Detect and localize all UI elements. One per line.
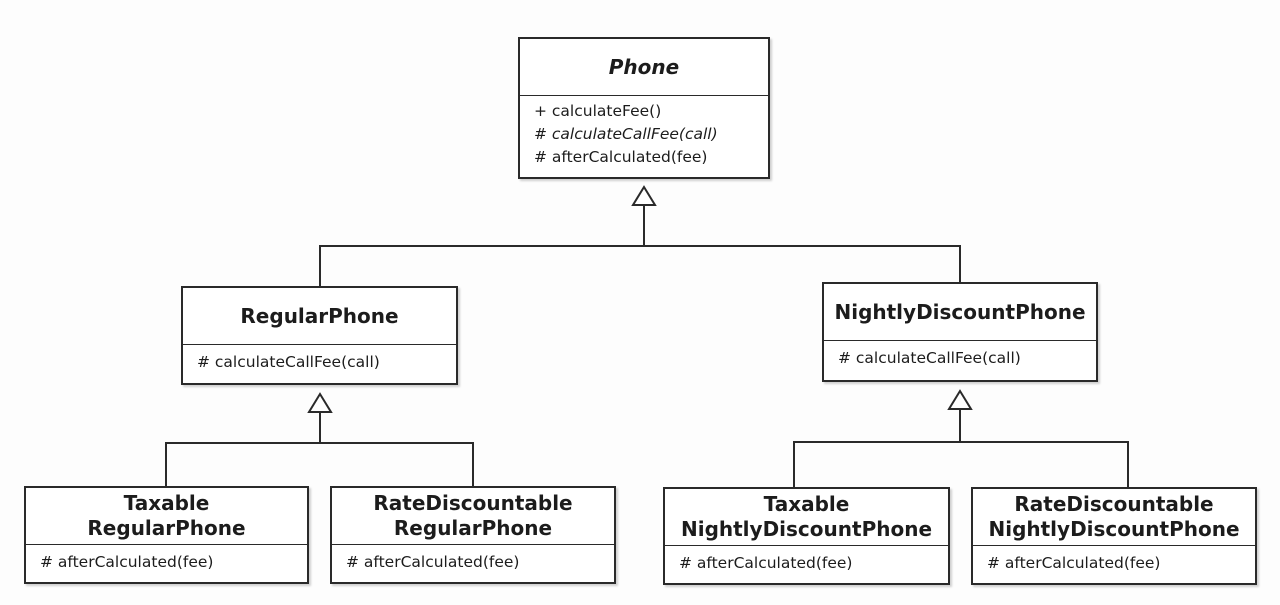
class-name: Phone <box>520 39 768 96</box>
operation: # afterCalculated(fee) <box>987 554 1161 572</box>
operation: # calculateCallFee(call) <box>838 349 1021 367</box>
operations-list: # afterCalculated(fee) <box>665 546 948 575</box>
operation: # afterCalculated(fee) <box>40 553 214 571</box>
class-name: RateDiscountable NightlyDiscountPhone <box>973 489 1255 546</box>
class-name-line: RegularPhone <box>393 516 553 540</box>
class-name-line: Taxable <box>763 492 850 516</box>
class-name: RegularPhone <box>183 288 456 345</box>
class-name-line: NightlyDiscountPhone <box>988 517 1240 541</box>
class-name-line: RegularPhone <box>87 516 246 540</box>
generalization-line-taxable-regular <box>165 412 321 486</box>
operation: # afterCalculated(fee) <box>534 148 708 166</box>
operations-list: # calculateCallFee(call) <box>183 345 456 374</box>
class-name-line: Taxable <box>123 491 210 515</box>
generalization-arrowhead-nightly <box>947 389 973 410</box>
class-name-line: RateDiscountable <box>1014 492 1214 516</box>
class-name-line: RateDiscountable <box>373 491 573 515</box>
operation: # afterCalculated(fee) <box>346 553 520 571</box>
class-name-line: NightlyDiscountPhone <box>680 517 933 541</box>
generalization-line-ratediscountable-nightly <box>960 441 1129 487</box>
operations-list: + calculateFee() # calculateCallFee(call… <box>520 96 768 169</box>
operations-list: # afterCalculated(fee) <box>26 545 307 574</box>
class-phone: Phone + calculateFee() # calculateCallFe… <box>518 37 770 179</box>
operation-abstract: # calculateCallFee(call) <box>534 125 718 143</box>
class-name-text: Phone <box>608 54 680 79</box>
operation: # afterCalculated(fee) <box>679 554 853 572</box>
class-nightly-discount-phone: NightlyDiscountPhone # calculateCallFee(… <box>822 282 1098 382</box>
operation: + calculateFee() <box>534 102 662 120</box>
class-name: Taxable RegularPhone <box>26 488 307 545</box>
operation: # calculateCallFee(call) <box>197 353 380 371</box>
class-name: NightlyDiscountPhone <box>824 284 1096 341</box>
class-taxable-regular-phone: Taxable RegularPhone # afterCalculated(f… <box>24 486 309 584</box>
operations-list: # afterCalculated(fee) <box>332 545 614 574</box>
generalization-line-nightly <box>644 245 961 282</box>
class-ratediscountable-nightly-discount-phone: RateDiscountable NightlyDiscountPhone # … <box>971 487 1257 585</box>
generalization-line-regular <box>319 205 645 286</box>
class-taxable-nightly-discount-phone: Taxable NightlyDiscountPhone # afterCalc… <box>663 487 950 585</box>
class-ratediscountable-regular-phone: RateDiscountable RegularPhone # afterCal… <box>330 486 616 584</box>
generalization-line-taxable-nightly <box>793 409 961 487</box>
operations-list: # calculateCallFee(call) <box>824 341 1096 370</box>
class-regular-phone: RegularPhone # calculateCallFee(call) <box>181 286 458 385</box>
class-name: Taxable NightlyDiscountPhone <box>665 489 948 546</box>
class-name-text: NightlyDiscountPhone <box>834 299 1086 324</box>
generalization-arrowhead-phone <box>631 185 657 206</box>
class-name: RateDiscountable RegularPhone <box>332 488 614 545</box>
generalization-line-ratediscountable-regular <box>320 442 474 486</box>
class-name-text: RegularPhone <box>240 303 399 328</box>
operations-list: # afterCalculated(fee) <box>973 546 1255 575</box>
generalization-arrowhead-regular <box>307 392 333 413</box>
